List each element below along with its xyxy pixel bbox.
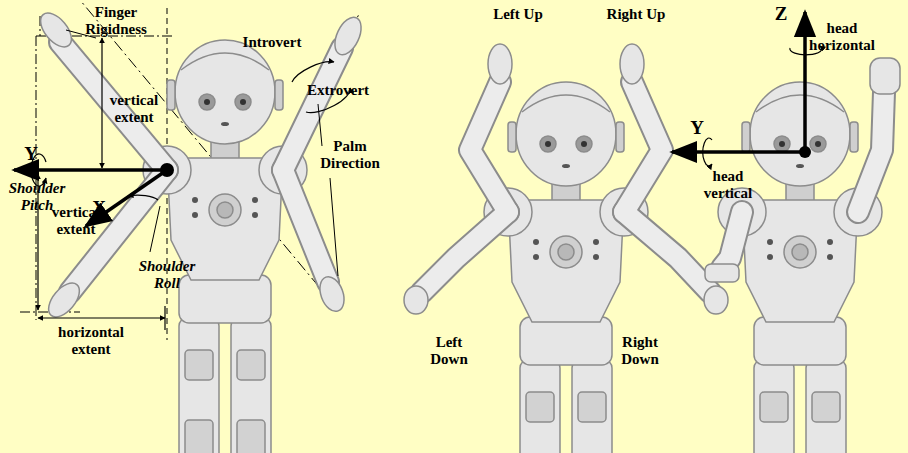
robot-body: [484, 82, 648, 453]
robot-bodies: [143, 40, 882, 453]
dimension-arrow: [38, 317, 165, 318]
pose-label: Right Up: [596, 6, 676, 23]
axis-label: Z: [770, 4, 792, 24]
joint-label: Shoulder Roll: [134, 258, 200, 292]
leader-line: [330, 178, 338, 276]
y-axis: [672, 150, 805, 154]
axis-label: Y: [20, 144, 42, 164]
axis-label: Y: [686, 118, 708, 138]
robot-hands: [35, 8, 900, 323]
rotation-arrow: [292, 62, 334, 82]
robot-body: [143, 40, 307, 453]
rotation-label: Extrovert: [300, 82, 376, 99]
pose-label: Left Down: [422, 334, 476, 368]
y-axis: [14, 168, 167, 172]
extent-guide: [36, 36, 37, 320]
arm-fill: [60, 42, 884, 292]
dimension-arrow: [101, 38, 102, 168]
dimension-tick: [164, 306, 165, 330]
leader-lines: [66, 30, 338, 276]
rotation-label: head vertical: [690, 168, 766, 202]
part-label: Palm Direction: [312, 138, 388, 172]
rotation-arrow: [703, 138, 712, 166]
axes: [14, 12, 811, 226]
robot-body: [718, 82, 882, 453]
pose-label: Left Up: [478, 6, 558, 23]
robot-arms: [35, 8, 900, 323]
rotation-arrow: [128, 195, 158, 200]
dimension-label: horizontal extent: [46, 324, 136, 358]
leader-line: [150, 206, 160, 252]
arm-outline: [60, 42, 884, 292]
rotation-arrows: [31, 46, 822, 200]
dimension-label: vertical extent: [42, 204, 110, 238]
dimension-label: vertical extent: [100, 92, 168, 126]
shoulder-joint: [160, 163, 174, 177]
rotation-label: Introvert: [236, 34, 308, 51]
leader-line: [318, 104, 322, 146]
pose-label: Right Down: [612, 334, 668, 368]
head-joint: [799, 146, 811, 158]
z-axis: [803, 12, 807, 152]
part-label: Finger Rigidness: [74, 4, 158, 38]
rotation-label: head horizontal: [800, 20, 884, 54]
